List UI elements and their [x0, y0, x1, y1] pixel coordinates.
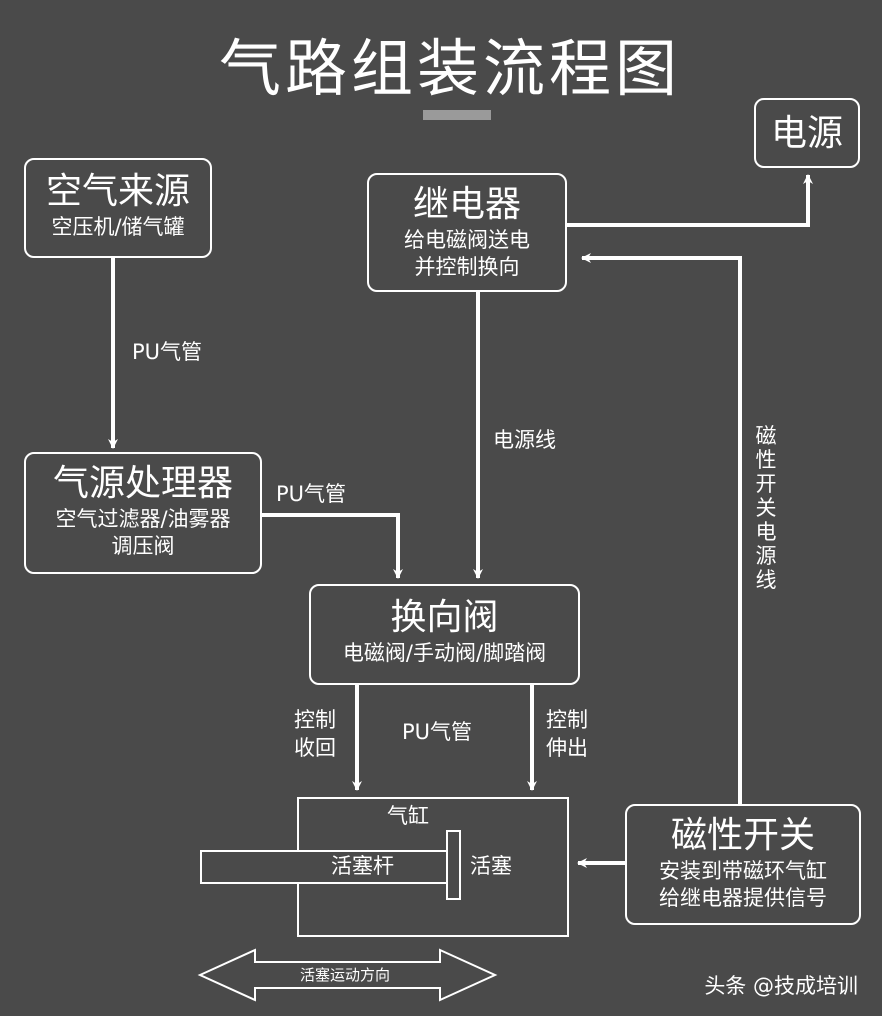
magnetic-switch-title: 磁性开关: [670, 815, 815, 856]
pu-tube-label-1: PU气管: [132, 340, 203, 364]
relay-title: 继电器: [412, 184, 521, 225]
magnetic-power-line-label: 磁性开关电源线: [755, 424, 777, 592]
motion-direction-label: 活塞运动方向: [300, 966, 391, 984]
air-source-subtitle: 空压机/储气罐: [51, 215, 185, 239]
air-source-title: 空气来源: [45, 171, 190, 212]
relay-subtitle-1: 给电磁阀送电: [404, 228, 530, 252]
pu-tube-label-2: PU气管: [276, 482, 347, 506]
power-box: 电源: [754, 98, 860, 168]
valve-box: 换向阀 电磁阀/手动阀/脚踏阀: [309, 584, 580, 685]
relay-box: 继电器 给电磁阀送电 并控制换向: [367, 173, 567, 292]
piston-rod: [200, 850, 448, 884]
valve-title: 换向阀: [390, 597, 499, 638]
magnetic-switch-box: 磁性开关 安装到带磁环气缸 给继电器提供信号: [625, 804, 861, 925]
piston-rod-label: 活塞杆: [331, 854, 394, 878]
piston: [446, 830, 461, 900]
air-treatment-subtitle-1: 空气过滤器/油雾器: [55, 507, 231, 531]
magnetic-switch-subtitle-2: 给继电器提供信号: [659, 886, 827, 910]
control-retract-label: 控制收回: [294, 708, 336, 760]
cylinder-label: 气缸: [387, 804, 429, 828]
piston-label: 活塞: [470, 854, 512, 878]
motion-double-arrow: [197, 948, 498, 1002]
arrow-treatment-to-valve: [262, 513, 403, 579]
pu-tube-label-3: PU气管: [402, 720, 473, 744]
air-source-box: 空气来源 空压机/储气罐: [24, 158, 212, 258]
magnetic-switch-subtitle-1: 安装到带磁环气缸: [659, 859, 827, 883]
footer-watermark: 头条 @技成培训: [704, 974, 858, 998]
power-title: 电源: [770, 113, 843, 154]
arrow-magnetic-to-relay: [581, 253, 742, 804]
page-title: 气路组装流程图: [218, 32, 681, 105]
control-extend-label: 控制伸出: [546, 708, 588, 760]
relay-subtitle-2: 并控制换向: [414, 255, 520, 279]
power-line-label: 电源线: [493, 428, 556, 452]
arrow-relay-to-power: [567, 174, 813, 227]
valve-subtitle: 电磁阀/手动阀/脚踏阀: [342, 641, 547, 665]
air-treatment-box: 气源处理器 空气过滤器/油雾器 调压阀: [24, 452, 262, 574]
title-underline: [423, 110, 491, 120]
air-treatment-subtitle-2: 调压阀: [111, 534, 175, 558]
air-treatment-title: 气源处理器: [52, 463, 233, 504]
